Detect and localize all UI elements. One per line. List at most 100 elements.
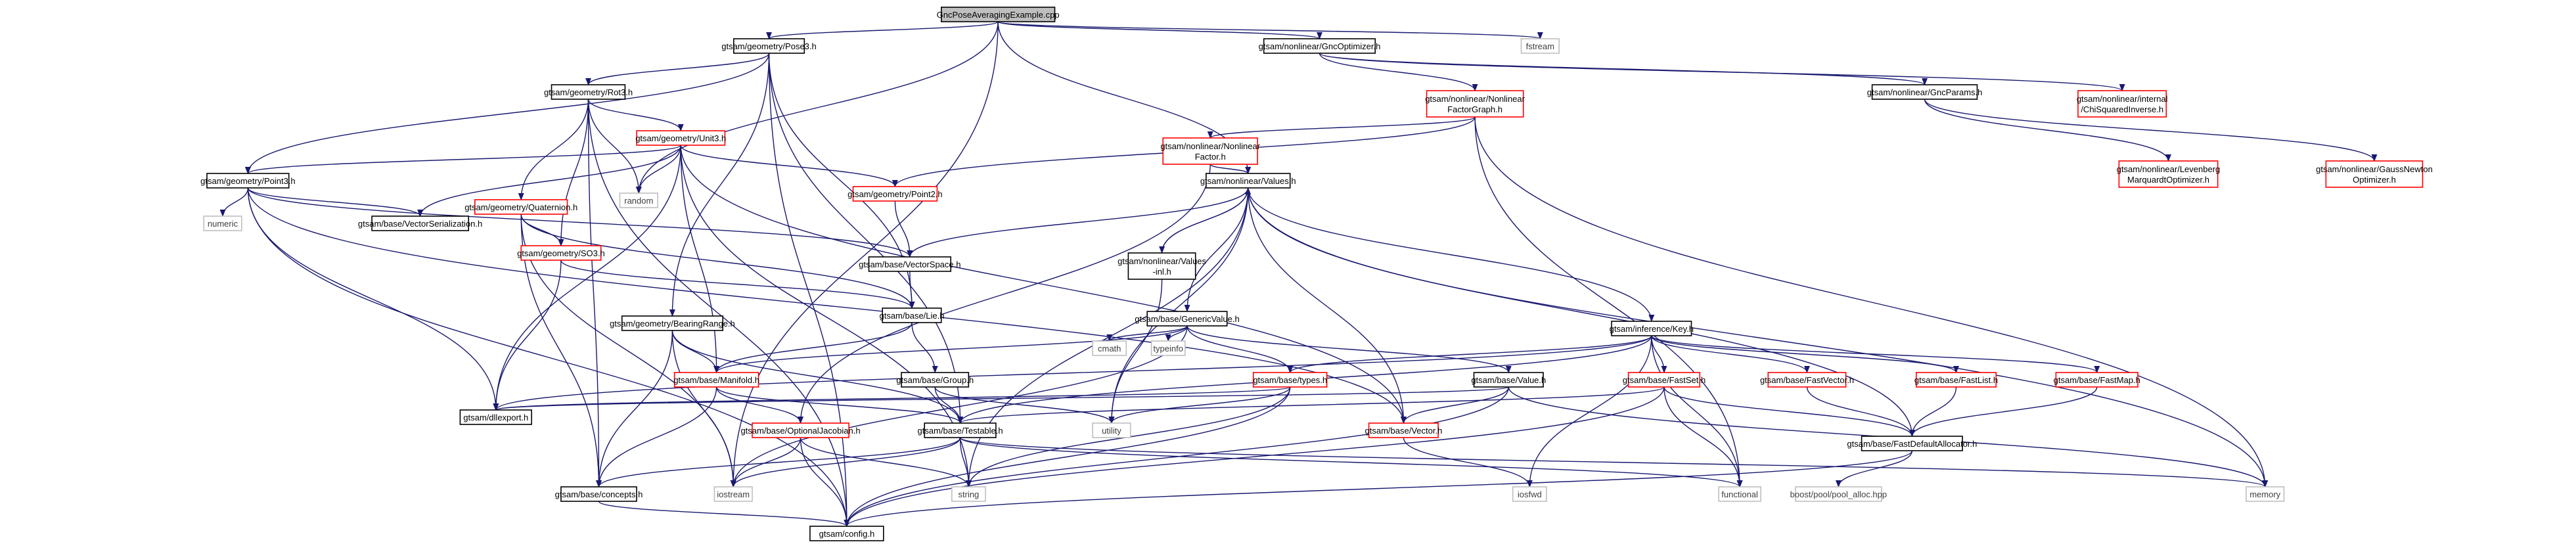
node-box — [621, 315, 724, 331]
node-gtsam-geometry-so3-h[interactable]: gtsam/geometry/SO3.h — [517, 245, 605, 261]
node-gtsam-base-vectorspace-h[interactable]: gtsam/base/VectorSpace.h — [859, 256, 960, 272]
include-edge — [1108, 187, 1249, 424]
include-edge — [911, 322, 938, 374]
include-edge — [1287, 335, 1652, 374]
include-edge — [596, 386, 717, 488]
node-gtsam-geometry-point2-h[interactable]: gtsam/geometry/Point2.h — [847, 186, 943, 202]
node-gtsam-base-manifold-h[interactable]: gtsam/base/Manifold.h — [673, 372, 759, 388]
node-box — [1718, 486, 1761, 502]
include-edge — [730, 325, 1188, 488]
include-edge — [730, 437, 961, 488]
node-gtsam-base-types-h[interactable]: gtsam/base/types.h — [1252, 372, 1328, 388]
node-label: gtsam/base/types.h — [1253, 375, 1327, 385]
node-label: gtsam/base/FastVector.h — [1760, 375, 1854, 385]
node-label: numeric — [208, 219, 238, 229]
node-label: gtsam/base/FastList.h — [1914, 375, 1998, 385]
node-label: gtsam/nonlinear/Levenberg — [2117, 164, 2221, 174]
include-edge — [1474, 116, 1743, 488]
include-edge — [247, 187, 913, 258]
node-gtsam-geometry-point3-h[interactable]: gtsam/geometry/Point3.h — [200, 173, 296, 189]
node-label: gtsam/config.h — [819, 529, 875, 539]
node-gtsam-nonlinear-values-h[interactable]: gtsam/nonlinear/Values.h — [1200, 173, 1296, 189]
include-edge — [1248, 187, 2269, 488]
node-label: gtsam/geometry/Pose3.h — [721, 41, 817, 51]
include-edge — [493, 260, 562, 411]
include-edge — [894, 200, 913, 258]
include-edge — [1924, 99, 2378, 162]
node-label: utility — [1102, 426, 1121, 436]
node-label: -inl.h — [1153, 267, 1171, 277]
include-edge — [934, 386, 964, 424]
node-gtsam-nonlinear-values-inl-h[interactable]: gtsam/nonlinear/Values-inl.h — [1118, 252, 1207, 280]
node-gtsam-base-value-h[interactable]: gtsam/base/Value.h — [1471, 372, 1546, 388]
node-gtsam-base-testable-h[interactable]: gtsam/base/Testable.h — [918, 422, 1003, 438]
include-edge — [800, 437, 850, 528]
include-edge — [596, 437, 961, 488]
include-edge — [493, 386, 1291, 411]
include-edge — [520, 214, 602, 488]
node-box — [1916, 372, 1997, 388]
node-box — [619, 193, 658, 208]
node-label: gtsam/base/Testable.h — [918, 426, 1003, 436]
node-box — [1092, 340, 1127, 356]
node-gtsam-nonlinear-gncparams-h[interactable]: gtsam/nonlinear/GncParams.h — [1867, 84, 1983, 100]
node-gtsam-base-fastdefaultallocator-h[interactable]: gtsam/base/FastDefaultAllocator.h — [1847, 436, 1977, 451]
node-gtsam-base-optionaljacobian-h[interactable]: gtsam/base/OptionalJacobian.h — [740, 422, 861, 438]
node-gtsam-geometry-quaternion-h[interactable]: gtsam/geometry/Quaternion.h — [464, 199, 577, 215]
node-gtsam-base-group-h[interactable]: gtsam/base/Group.h — [896, 372, 974, 388]
include-edge — [520, 214, 564, 247]
node-box — [1871, 84, 1978, 100]
node-box — [941, 7, 1056, 22]
include-edge — [598, 501, 850, 528]
node-box — [1512, 486, 1547, 502]
node-gtsam-geometry-rot3-h[interactable]: gtsam/geometry/Rot3.h — [544, 84, 633, 100]
node-gtsam-geometry-pose3-h[interactable]: gtsam/geometry/Pose3.h — [721, 38, 817, 54]
node-box — [901, 372, 970, 388]
node-gtsam-base-concepts-h[interactable]: gtsam/base/concepts.h — [555, 486, 643, 502]
node-label: gtsam/base/GenericValue.h — [1135, 314, 1239, 324]
node-gtsam-nonlinear-levenbergmarquardtoptimizer-h[interactable]: gtsam/nonlinear/LevenbergMarquardtOptimi… — [2117, 160, 2221, 188]
node-gtsam-base-fastset-h[interactable]: gtsam/base/FastSet.h — [1623, 372, 1706, 388]
node-gtsam-geometry-unit3-h[interactable]: gtsam/geometry/Unit3.h — [635, 130, 726, 146]
node-box — [882, 307, 942, 323]
include-edge — [493, 145, 681, 411]
node-gtsam-nonlinear-gncoptimizer-h[interactable]: gtsam/nonlinear/GncOptimizer.h — [1259, 38, 1381, 54]
node-label: gtsam/base/VectorSerialization.h — [358, 219, 482, 229]
node-gtsam-nonlinear-internal-chisquaredinverse-h[interactable]: gtsam/nonlinear/internal/ChiSquaredInver… — [2077, 90, 2168, 118]
node-box — [474, 199, 568, 215]
node-gtsam-base-lie-h[interactable]: gtsam/base/Lie.h — [879, 307, 945, 323]
node-gncposeaveragingexample-cpp[interactable]: GncPoseAveragingExample.cpp — [937, 7, 1060, 22]
node-random: random — [619, 193, 658, 208]
node-gtsam-base-vector-h[interactable]: gtsam/base/Vector.h — [1365, 422, 1443, 438]
node-label: gtsam/base/OptionalJacobian.h — [740, 426, 860, 436]
node-gtsam-base-fastlist-h[interactable]: gtsam/base/FastList.h — [1914, 372, 1998, 388]
node-box — [206, 173, 290, 189]
node-box — [951, 486, 986, 502]
node-gtsam-inference-key-h[interactable]: gtsam/inference/Key.h — [1610, 321, 1694, 336]
node-gtsam-config-h[interactable]: gtsam/config.h — [809, 526, 884, 541]
node-label: gtsam/base/Vector.h — [1365, 426, 1443, 436]
node-iostream: iostream — [713, 486, 753, 502]
node-box — [1263, 38, 1376, 54]
include-edge — [798, 164, 1211, 424]
include-edge — [800, 437, 972, 488]
node-label: memory — [2249, 489, 2280, 499]
node-gtsam-base-vectorserialization-h[interactable]: gtsam/base/VectorSerialization.h — [358, 215, 482, 231]
node-gtsam-geometry-bearingrange-h[interactable]: gtsam/geometry/BearingRange.h — [610, 315, 735, 331]
include-edge — [997, 21, 1543, 40]
node-gtsam-base-fastvector-h[interactable]: gtsam/base/FastVector.h — [1760, 372, 1854, 388]
node-cmath: cmath — [1092, 340, 1127, 356]
node-box — [2246, 486, 2285, 502]
node-box — [713, 486, 753, 502]
node-box — [924, 422, 997, 438]
node-gtsam-dllexport-h[interactable]: gtsam/dllexport.h — [459, 409, 532, 425]
node-gtsam-base-fastmap-h[interactable]: gtsam/base/FastMap.h — [2054, 372, 2140, 388]
include-edge — [1319, 53, 2125, 92]
node-gtsam-base-genericvalue-h[interactable]: gtsam/base/GenericValue.h — [1135, 311, 1240, 327]
node-box — [1368, 422, 1439, 438]
node-label: gtsam/base/FastSet.h — [1623, 375, 1706, 385]
include-edge — [1106, 325, 1188, 342]
